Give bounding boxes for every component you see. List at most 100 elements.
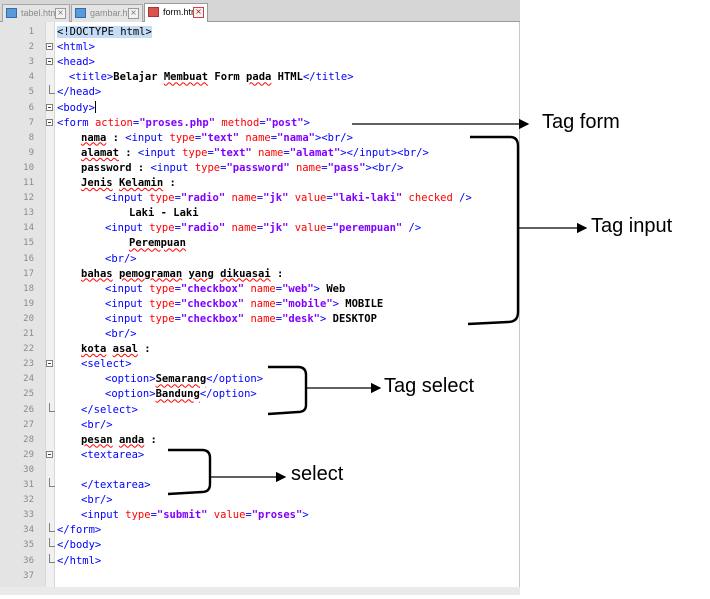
code-line[interactable]: 19<input type="checkbox" name="mobile"> … (0, 297, 520, 312)
code-line[interactable]: 4<title>Belajar Membuat Form pada HTML</… (0, 70, 520, 85)
label-tag-select: Tag select (384, 375, 475, 397)
code-line[interactable]: 31</textarea> (0, 478, 520, 493)
code-token: "proses" (251, 509, 303, 522)
code-token: DESKTOP (326, 312, 377, 325)
tab-label: form.html (163, 7, 201, 17)
fold-margin (45, 22, 55, 587)
code-line[interactable]: 2<html> (0, 40, 520, 55)
code-token: <form (57, 116, 95, 129)
code-text: <input type="checkbox" name="desk"> DESK… (105, 312, 377, 327)
tab-gambar[interactable]: gambar.html × (71, 4, 143, 22)
code-line[interactable]: 37 (0, 569, 520, 584)
code-token: = (275, 282, 283, 295)
fold-toggle-icon[interactable] (46, 58, 53, 66)
code-line[interactable]: 35</body> (0, 538, 520, 553)
code-text: </html> (57, 554, 101, 569)
code-token: Laki - Laki (129, 207, 199, 220)
code-token: <br/> (321, 131, 353, 144)
code-line[interactable]: 27<br/> (0, 418, 520, 433)
code-token: /> (402, 222, 422, 235)
code-line[interactable]: 3<head> (0, 55, 520, 70)
fold-toggle-icon[interactable] (46, 450, 53, 458)
code-token: "checkbox" (180, 297, 245, 310)
code-editor[interactable]: 1<!DOCTYPE html>2<html>3<head>4<title>Be… (0, 22, 520, 595)
code-token: name (250, 297, 276, 310)
label-tag-input: Tag input (591, 215, 673, 237)
code-line[interactable]: 14<input type="radio" name="jk" value="p… (0, 221, 520, 236)
tab-tabel[interactable]: tabel.html × (2, 4, 70, 22)
code-token: yang (188, 267, 214, 280)
fold-toggle-icon[interactable] (46, 43, 53, 51)
close-icon[interactable]: × (55, 8, 66, 19)
code-text: <input type="checkbox" name="web"> Web (105, 282, 345, 297)
line-number: 25 (23, 389, 34, 400)
code-text: kota asal : (81, 342, 151, 357)
line-number: 9 (28, 147, 34, 158)
code-line[interactable]: 18 <input type="checkbox" name="web"> Web (0, 282, 520, 297)
line-number: 5 (28, 87, 34, 98)
code-text: <br/> (81, 493, 113, 508)
code-line[interactable]: 16<br/> (0, 252, 520, 267)
code-text: <textarea> (81, 448, 144, 463)
tab-form[interactable]: form.html × (144, 3, 208, 23)
code-token: pemograman (118, 267, 183, 280)
code-line[interactable]: 34</form> (0, 523, 520, 538)
fold-toggle-icon[interactable] (46, 118, 53, 126)
code-token: action (94, 116, 133, 129)
code-line[interactable]: 20<input type="checkbox" name="desk"> DE… (0, 312, 520, 327)
line-number: 1 (28, 27, 34, 37)
line-number-gutter (0, 22, 45, 587)
code-token: MOBILE (338, 297, 384, 310)
code-line[interactable]: 32<br/> (0, 493, 520, 508)
line-number: 12 (23, 193, 34, 204)
line-number: 18 (23, 283, 34, 294)
code-line[interactable]: 21<br/> (0, 327, 520, 342)
code-line[interactable]: 23<select> (0, 357, 520, 372)
code-token: </body> (57, 539, 102, 552)
code-line[interactable]: 30 (0, 463, 520, 478)
code-token: <head> (57, 56, 95, 69)
close-icon[interactable]: × (193, 7, 204, 18)
code-line[interactable]: 12<input type="radio" name="jk" value="l… (0, 191, 520, 206)
code-token: Jenis (81, 177, 113, 189)
code-line[interactable]: 36</html> (0, 553, 520, 569)
fold-toggle-icon[interactable] (46, 360, 53, 368)
horizontal-scrollbar[interactable] (0, 587, 520, 595)
code-line[interactable]: 33<input type="submit" value="proses"> (0, 508, 520, 523)
code-line[interactable]: 25<option>Bandung</option> (0, 387, 520, 402)
line-number: 7 (28, 117, 34, 128)
code-token: = (326, 192, 333, 205)
code-line[interactable]: 1<!DOCTYPE html> (0, 25, 520, 40)
code-text: <br/> (105, 252, 137, 267)
code-token: : (137, 343, 151, 356)
code-token: "radio" (180, 192, 226, 205)
code-token: = (174, 222, 181, 235)
code-line[interactable]: 5</head> (0, 85, 520, 100)
code-line[interactable]: 7<form action="proses.php" method="post"… (0, 116, 520, 131)
fold-toggle-icon[interactable] (46, 103, 53, 111)
code-token: = (270, 131, 278, 144)
line-number: 4 (28, 72, 34, 83)
code-line[interactable]: 29<textarea> (0, 448, 520, 463)
code-line[interactable]: 26</select> (0, 402, 520, 418)
code-line[interactable]: 24<option>Semarang</option> (0, 372, 520, 387)
code-token: <html> (57, 41, 95, 54)
code-token: name (295, 161, 322, 174)
code-token: Kelamin (118, 177, 164, 189)
code-text: </form> (57, 523, 101, 538)
code-text: </select> (81, 403, 138, 418)
code-token: <input (105, 282, 150, 295)
close-icon[interactable]: × (128, 8, 139, 19)
code-token: "desk" (282, 312, 320, 325)
code-line[interactable]: 6<body> (0, 100, 520, 116)
code-token: = (256, 222, 264, 235)
